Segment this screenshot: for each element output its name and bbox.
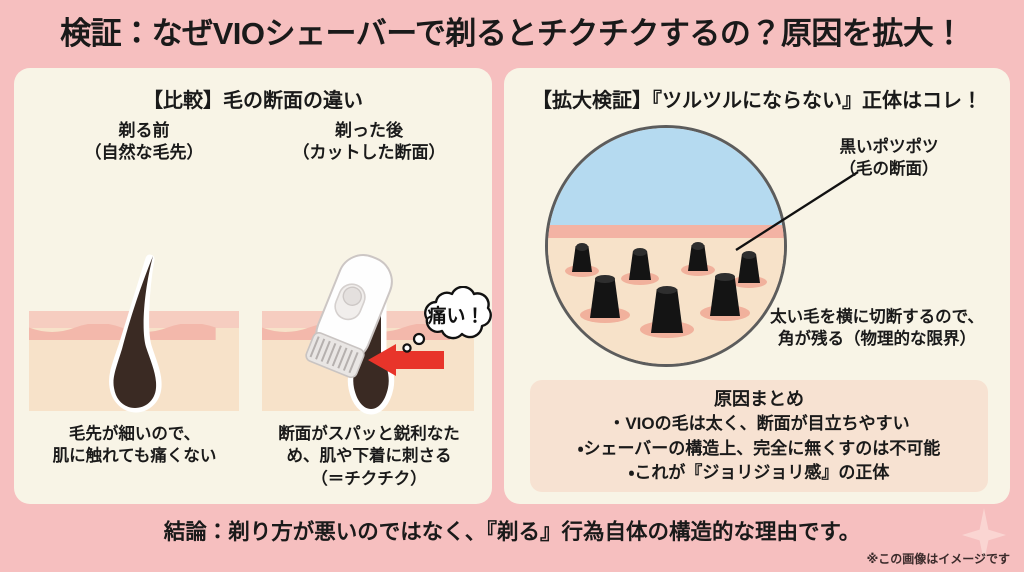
summary-item: ・VIOの毛は太く、断面が目立ちやすい xyxy=(608,414,910,433)
hair-stub-top xyxy=(691,242,705,250)
after-caption-line1: 断面がスパッと鋭利なた xyxy=(278,425,460,443)
callout-leader-line xyxy=(735,170,859,252)
right-panel-heading: 【拡大検証】『ツルツルにならない』正体はコレ！ xyxy=(532,90,982,112)
left-panel-heading: 【比較】毛の断面の違い xyxy=(143,90,363,112)
hair-stub xyxy=(621,248,659,285)
before-caption-line2: 肌に触れても痛くない xyxy=(52,447,217,466)
hair-stub-top xyxy=(595,275,615,283)
hair-stub xyxy=(731,251,767,288)
after-caption-line3: （＝チクチク） xyxy=(311,469,427,488)
hair-stub-top xyxy=(632,248,648,256)
hair-stub-top xyxy=(741,251,757,259)
magnifier-skin-surface xyxy=(548,224,784,238)
before-label-line1: 剃る前 xyxy=(118,121,170,140)
before-hair-follicle xyxy=(109,254,162,413)
hair-stub-top xyxy=(656,286,678,294)
physical-limit-note: 太い毛を横に切断するので、 角が残る（物理的な限界） xyxy=(752,306,1002,351)
hair-stub-body xyxy=(738,254,760,283)
hair-stub xyxy=(681,242,715,276)
shaver-device-icon xyxy=(305,254,393,379)
cause-summary-box: 原因まとめ ・VIOの毛は太く、断面が目立ちやすい ・シェーバーの構造上、完全に… xyxy=(530,380,988,492)
callout-line2: （毛の断面） xyxy=(839,160,939,179)
pain-arrow-icon xyxy=(368,344,444,376)
pain-speech-bubble: 痛い！ xyxy=(418,286,494,342)
summary-item: ・シェーバーの構造上、完全に無くすのは不可能 xyxy=(577,438,941,458)
hair-stub xyxy=(565,243,599,277)
hair-stub xyxy=(580,275,630,323)
note-line1: 太い毛を横に切断するので、 xyxy=(770,308,984,326)
page-title: 検証：なぜVIOシェーバーで剃るとチクチクするの？原因を拡大！ xyxy=(60,15,964,51)
before-caption-line1: 毛先が細いので、 xyxy=(68,425,201,443)
magnified-skin-circle xyxy=(545,125,787,367)
magnifier-sky-area xyxy=(548,128,784,225)
speech-bubble-tail-dots xyxy=(402,332,426,353)
conclusion-text: 結論：剃り方が悪いのではなく、『剃る』行為自体の構造的な理由です。 xyxy=(163,520,861,544)
note-line2: 角が残る（物理的な限界） xyxy=(778,330,976,349)
hair-stub-body xyxy=(688,245,708,271)
pain-bubble-text: 痛い！ xyxy=(427,305,485,327)
left-panel-card: 【比較】毛の断面の違い 剃る前 （自然な毛先） 剃った後 （カットした断面） 毛… xyxy=(14,68,492,504)
hair-stub-body xyxy=(629,251,651,280)
title-bar: 検証：なぜVIOシェーバーで剃るとチクチクするの？原因を拡大！ xyxy=(0,0,1024,60)
after-label-line2: （カットした断面） xyxy=(292,143,446,163)
hair-stub xyxy=(700,273,750,321)
after-caption: 断面がスパッと鋭利なた め、肌や下着に刺さる （＝チクチク） xyxy=(259,423,479,490)
hair-stub-body xyxy=(651,289,683,333)
summary-item: ・これが『ジョリジョリ感』の正体 xyxy=(628,463,890,483)
before-label-line2: （自然な毛先） xyxy=(84,143,204,163)
callout-line1: 黒いポツポツ xyxy=(839,138,939,156)
hair-stub-body xyxy=(572,246,592,272)
black-dots-callout: 黒いポツポツ （毛の断面） xyxy=(784,136,994,181)
pain-speech-bubble-shape xyxy=(424,286,492,340)
after-label: 剃った後 （カットした断面） xyxy=(264,120,474,164)
hair-stub xyxy=(640,286,694,338)
before-skin-wave xyxy=(29,324,216,340)
hair-stub-top xyxy=(715,273,735,281)
before-caption: 毛先が細いので、 肌に触れても痛くない xyxy=(32,423,237,468)
image-disclaimer: ※この画像はイメージです xyxy=(866,552,1010,566)
summary-title: 原因まとめ xyxy=(714,389,804,409)
hair-stub-body xyxy=(590,278,620,318)
hair-stub-body xyxy=(710,276,740,316)
after-label-line1: 剃った後 xyxy=(335,121,403,140)
hair-stub-top xyxy=(575,243,589,251)
after-caption-line2: め、肌や下着に刺さる xyxy=(286,447,452,466)
before-label: 剃る前 （自然な毛先） xyxy=(44,120,244,164)
